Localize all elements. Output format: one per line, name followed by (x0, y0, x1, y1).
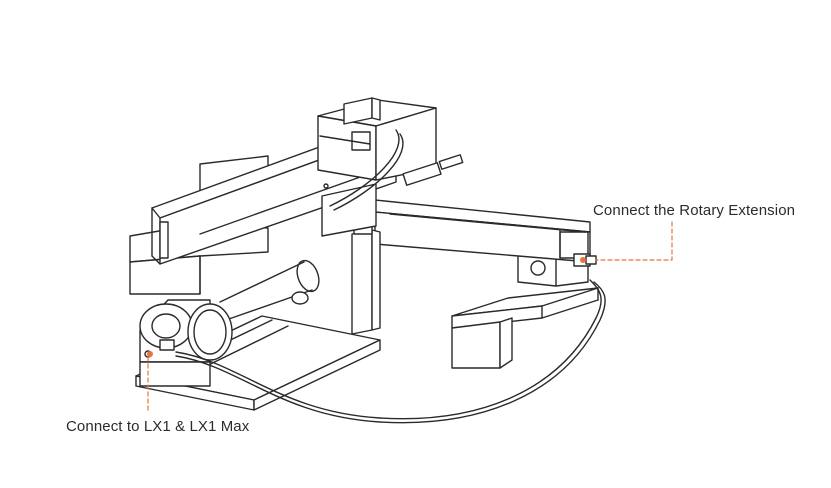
rotary-drive (139, 299, 233, 387)
front-right-foot (451, 287, 599, 369)
right-x-rail (374, 199, 591, 263)
rotary-cable (175, 129, 606, 424)
rotary-roller (219, 259, 320, 321)
callout-laser-connection: Connect to LX1 & LX1 Max (66, 418, 250, 435)
callout-leaders (147, 221, 673, 411)
z-column (321, 183, 381, 335)
rotary-extension-leader (595, 221, 673, 261)
callout-rotary-extension: Connect the Rotary Extension (593, 202, 796, 219)
laser-head (317, 97, 437, 181)
callout-targets (147, 257, 586, 357)
